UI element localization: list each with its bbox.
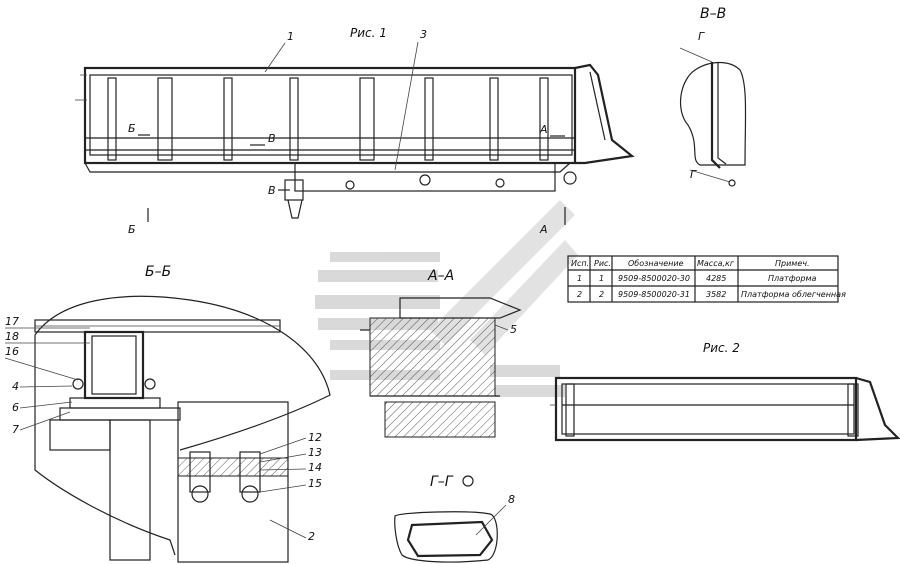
table-cell: 2 bbox=[599, 290, 604, 299]
section-gg-marker bbox=[462, 475, 474, 487]
callout-2: 2 bbox=[308, 530, 315, 543]
section-gg-view bbox=[394, 511, 498, 563]
leader-line-8 bbox=[475, 504, 507, 536]
table-cell: Платформа bbox=[768, 274, 817, 283]
callout-18: 16 bbox=[5, 345, 19, 358]
table-cell: Платформа облегченная bbox=[741, 290, 846, 299]
callout-7: 7 bbox=[12, 423, 19, 436]
table-header-cell: Масса,кг bbox=[697, 259, 735, 268]
section-gg-title: Г–Г bbox=[430, 474, 454, 490]
table-cell: 2 bbox=[577, 290, 582, 299]
leader-line-5 bbox=[494, 324, 509, 331]
section-aa-title: А–А bbox=[427, 268, 454, 284]
callout-3: 3 bbox=[420, 28, 427, 41]
section-bb-view bbox=[34, 295, 331, 563]
svg-text:Б: Б bbox=[128, 122, 136, 135]
table-header-cell: Рис. bbox=[594, 259, 611, 268]
callout-15: 15 bbox=[308, 477, 322, 490]
figure-2-title: Рис. 2 bbox=[703, 341, 740, 355]
callout-8: 8 bbox=[508, 493, 515, 506]
callout-4: 4 bbox=[12, 380, 19, 393]
svg-text:В: В bbox=[268, 184, 276, 197]
section-cut-markers: Б Б В В А А bbox=[128, 122, 566, 236]
callout-1: 1 bbox=[287, 30, 294, 43]
callout-13: 13 bbox=[308, 446, 322, 459]
table-cell: 1 bbox=[599, 274, 604, 283]
callout-6: 6 bbox=[12, 401, 19, 414]
svg-text:А: А bbox=[539, 123, 548, 136]
leader-line-1 bbox=[264, 42, 286, 73]
section-aa-view bbox=[360, 297, 522, 438]
callout-12: 12 bbox=[308, 431, 322, 444]
table-cell: 1 bbox=[577, 274, 582, 283]
figure-1-title: Рис. 1 bbox=[350, 26, 387, 40]
table-header-cell: Примеч. bbox=[775, 259, 810, 268]
callout-17: 18 bbox=[5, 330, 19, 343]
table-cell: 9509-8500020-30 bbox=[618, 274, 690, 283]
callout-5: 5 bbox=[510, 323, 517, 336]
callout-14: 14 bbox=[308, 461, 322, 474]
platform-side-view bbox=[75, 63, 635, 219]
callout-16: 17 bbox=[5, 315, 19, 328]
table-cell: 3582 bbox=[706, 290, 726, 299]
section-vv-view bbox=[679, 47, 747, 187]
svg-text:Г: Г bbox=[690, 168, 697, 181]
svg-text:Г: Г bbox=[698, 30, 705, 43]
leader-line-3 bbox=[394, 41, 419, 171]
svg-text:Б: Б bbox=[128, 223, 136, 236]
table-cell: 9509-8500020-31 bbox=[618, 290, 690, 299]
table-header-cell: Обозначение bbox=[628, 259, 684, 268]
section-vv-title: В–В bbox=[700, 6, 726, 22]
bb-callouts: 17 18 16 4 6 7 12 13 14 15 2 bbox=[4, 315, 322, 543]
lightweight-platform-view bbox=[550, 376, 900, 442]
table-cell: 4285 bbox=[706, 274, 726, 283]
svg-text:А: А bbox=[539, 223, 548, 236]
platform-posts bbox=[107, 77, 549, 161]
section-bb-title: Б–Б bbox=[145, 264, 171, 280]
table-header-cell: Исп. bbox=[571, 259, 589, 268]
specification-table: Исп. Рис. Обозначение Масса,кг Примеч. 1… bbox=[567, 255, 846, 303]
svg-text:В: В bbox=[268, 132, 276, 145]
